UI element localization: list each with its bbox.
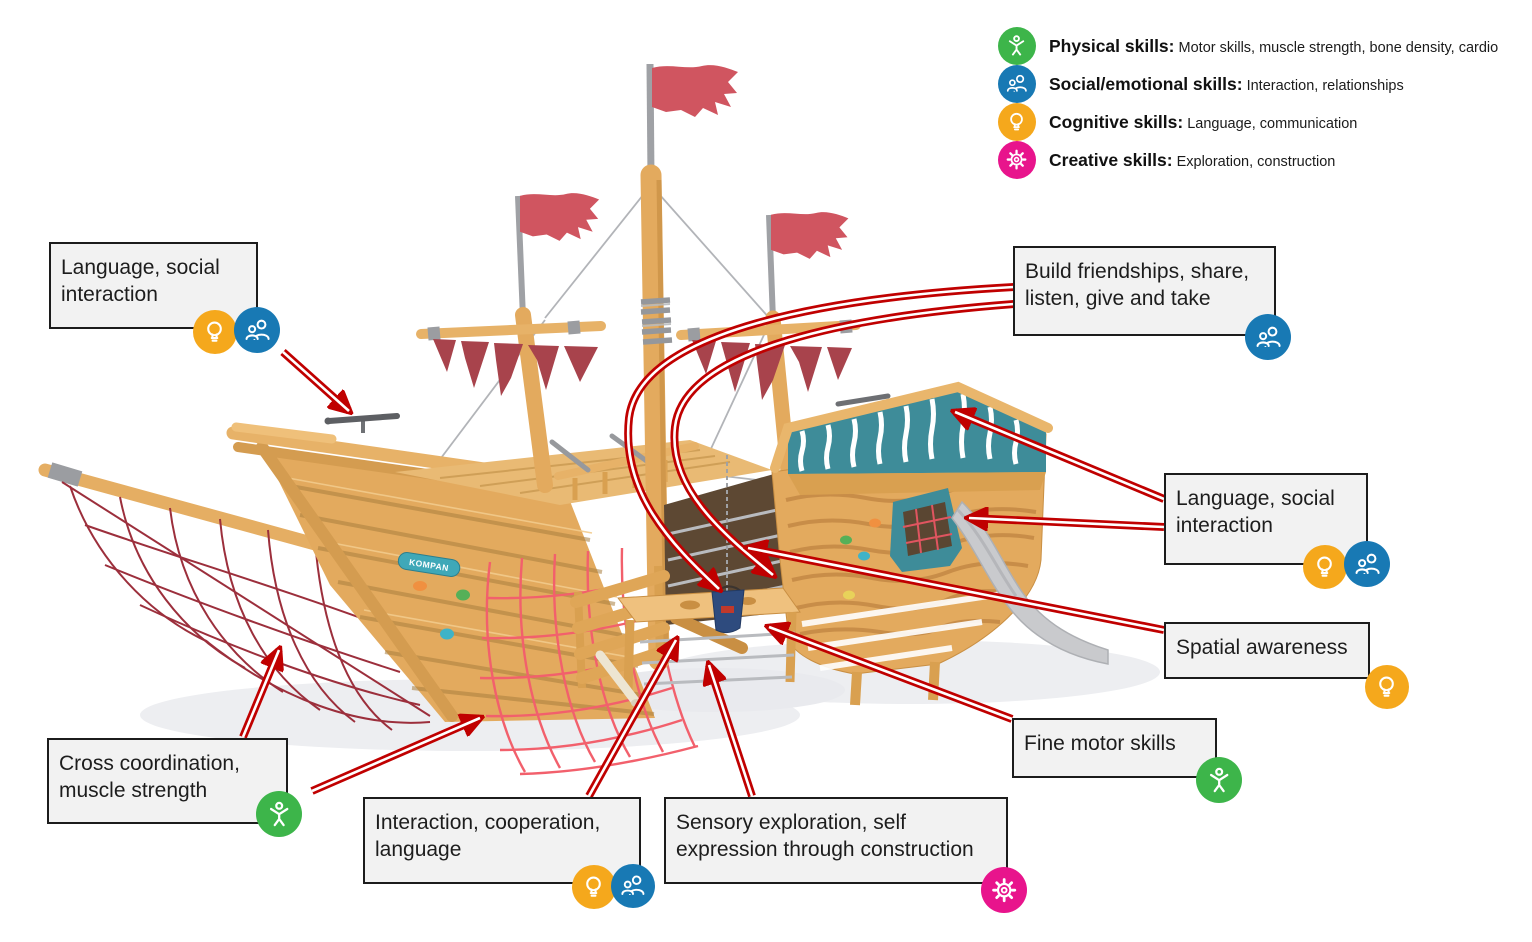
legend-label-cognitive: Cognitive skills: bbox=[1049, 111, 1184, 132]
person-icon bbox=[998, 27, 1036, 65]
arrow-language-social-right-window bbox=[969, 518, 1165, 531]
left-flag bbox=[520, 193, 600, 241]
arrow-language-social-top-left bbox=[280, 349, 349, 411]
legend-row-creative: Creative skills: Exploration, constructi… bbox=[998, 141, 1498, 179]
people-icon bbox=[234, 307, 280, 353]
arrow-fine-motor-skills bbox=[769, 627, 1014, 723]
legend-row-physical: Physical skills: Motor skills, muscle st… bbox=[998, 27, 1498, 65]
callout-text: Build friendships, share, listen, give a… bbox=[1025, 260, 1250, 310]
skills-legend: Physical skills: Motor skills, muscle st… bbox=[998, 27, 1498, 179]
pirate-ship-illustration: KOMPAN bbox=[38, 63, 1160, 776]
lightbulb-icon bbox=[1303, 545, 1347, 589]
window-net bbox=[902, 504, 953, 554]
callout-spatial-awareness: Spatial awareness bbox=[1164, 622, 1409, 709]
left-mast bbox=[416, 193, 606, 493]
mast-rope-wrap bbox=[640, 297, 673, 345]
callout-text: Cross coordination, muscle strength bbox=[59, 752, 240, 802]
sand-pipe bbox=[595, 650, 641, 707]
legend-text-physical: Physical skills: Motor skills, muscle st… bbox=[1049, 36, 1498, 57]
arrow-cross-coordination-net bbox=[239, 650, 279, 739]
gear-icon bbox=[981, 867, 1027, 913]
stern-section bbox=[770, 381, 1109, 706]
callout-text: Language, social interaction bbox=[1176, 487, 1335, 537]
bow-section: KOMPAN bbox=[38, 413, 699, 776]
callout-text: Sensory exploration, self expression thr… bbox=[676, 811, 974, 861]
callout-cross-coordination: Cross coordination, muscle strength bbox=[47, 738, 302, 837]
legend-desc-cognitive: Language, communication bbox=[1187, 115, 1358, 132]
stern-climbing-holds bbox=[840, 518, 881, 600]
arrow-sensory-exploration bbox=[709, 665, 756, 798]
lightbulb-icon bbox=[572, 865, 616, 909]
legend-desc-creative: Exploration, construction bbox=[1176, 153, 1336, 170]
stern-window bbox=[890, 488, 962, 572]
bucket bbox=[711, 585, 745, 634]
callout-text: Language, social interaction bbox=[61, 256, 220, 306]
masts-and-flags bbox=[416, 63, 861, 671]
right-flag bbox=[771, 212, 849, 259]
left-torn-sail bbox=[433, 339, 598, 396]
legend-row-social: Social/emotional skills: Interaction, re… bbox=[998, 65, 1498, 103]
stern-slat-gaps bbox=[801, 591, 1003, 671]
center-flag bbox=[652, 65, 738, 117]
lightbulb-icon bbox=[998, 103, 1036, 141]
bow-hull-plank-gaps bbox=[284, 483, 655, 716]
people-icon bbox=[1245, 314, 1291, 360]
callout-language-social-top-left: Language, social interaction bbox=[49, 242, 280, 354]
legend-desc-physical: Motor skills, muscle strength, bone dens… bbox=[1178, 39, 1499, 56]
person-icon bbox=[1196, 757, 1242, 803]
bow-climbing-holds bbox=[413, 581, 470, 640]
legend-text-creative: Creative skills: Exploration, constructi… bbox=[1049, 150, 1335, 171]
right-torn-sail bbox=[692, 340, 852, 400]
legend-row-cognitive: Cognitive skills: Language, communicatio… bbox=[998, 103, 1498, 141]
people-icon bbox=[1344, 541, 1390, 587]
arrow-interaction-cooperation bbox=[585, 640, 676, 798]
callout-interaction-cooperation: Interaction, cooperation, language bbox=[363, 797, 655, 909]
callout-language-social-right: Language, social interaction bbox=[1164, 473, 1390, 589]
stern-top-rail bbox=[770, 381, 1053, 473]
gear-icon bbox=[998, 141, 1036, 179]
legend-text-social: Social/emotional skills: Interaction, re… bbox=[1049, 74, 1404, 95]
callout-build-friendships: Build friendships, share, listen, give a… bbox=[1013, 246, 1291, 360]
legend-label-creative: Creative skills: bbox=[1049, 149, 1173, 170]
legend-desc-social: Interaction, relationships bbox=[1246, 77, 1404, 94]
callout-sensory-exploration: Sensory exploration, self expression thr… bbox=[664, 797, 1027, 913]
people-icon bbox=[611, 864, 655, 908]
bow-top-rail-3 bbox=[231, 422, 337, 444]
annotation-arrows bbox=[239, 283, 1166, 798]
callout-fine-motor-skills: Fine motor skills bbox=[1012, 718, 1242, 803]
bowsprit-pole bbox=[38, 463, 355, 560]
lightbulb-icon bbox=[193, 310, 237, 354]
arrow-build-friendships-outer bbox=[624, 283, 1015, 589]
person-icon bbox=[256, 791, 302, 837]
bow-telescope bbox=[324, 413, 400, 433]
lightbulb-icon bbox=[1365, 665, 1409, 709]
arrow-spatial-awareness bbox=[748, 548, 1165, 634]
table-top bbox=[617, 587, 801, 623]
callout-text: Fine motor skills bbox=[1024, 732, 1176, 755]
prow-edge-log bbox=[256, 441, 458, 722]
callout-text: Interaction, cooperation, language bbox=[375, 811, 601, 861]
callout-text: Spatial awareness bbox=[1176, 636, 1348, 659]
legend-text-cognitive: Cognitive skills: Language, communicatio… bbox=[1049, 112, 1357, 133]
bowsprit-cap bbox=[47, 462, 83, 487]
kompan-logo: KOMPAN bbox=[397, 551, 461, 578]
legend-label-physical: Physical skills: bbox=[1049, 35, 1175, 56]
slide bbox=[951, 500, 1109, 665]
quarterdeck-floor bbox=[788, 472, 1046, 495]
people-icon bbox=[998, 65, 1036, 103]
arrow-cross-coordination-pink-net bbox=[310, 718, 480, 795]
stern-telescope bbox=[835, 393, 891, 407]
legend-label-social: Social/emotional skills: bbox=[1049, 73, 1243, 94]
arrow-build-friendships-inner bbox=[670, 300, 1015, 575]
arrow-language-social-right-rail bbox=[955, 412, 1166, 503]
